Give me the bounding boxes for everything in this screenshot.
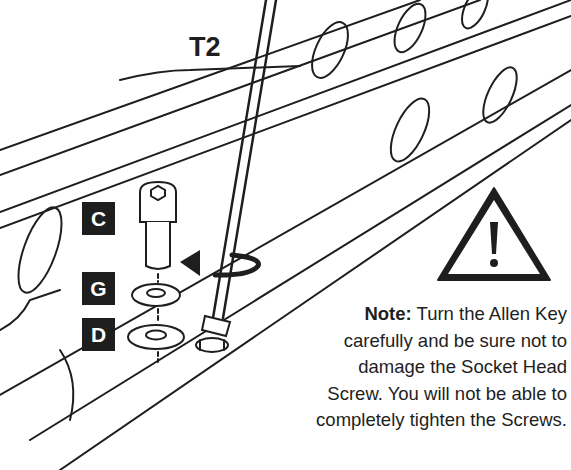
channel-edge (60, 350, 73, 420)
warning-triangle (438, 188, 550, 280)
part-letter: C (91, 207, 106, 231)
assembly-axis (157, 274, 159, 362)
rail-edge (0, 0, 420, 150)
part-letter-box: C (82, 202, 115, 235)
rail-hole (383, 93, 437, 166)
note-space (412, 303, 417, 324)
rail-hole (457, 0, 494, 32)
channel-edge (0, 290, 60, 330)
rail-hole (305, 17, 356, 83)
flat-washer (128, 325, 184, 349)
note-body: Turn the Allen Key carefully and be sure… (316, 303, 567, 430)
rotation-arrow (215, 255, 258, 275)
part-letter-box: D (82, 318, 115, 351)
bracket-edge (120, 66, 300, 80)
note-paragraph: Note: Turn the Allen Key carefully and b… (300, 301, 567, 434)
rail-edge (0, 16, 571, 228)
part-letter-box: G (82, 272, 115, 305)
lock-washer (132, 284, 180, 306)
part-letter: G (90, 277, 106, 301)
channel-edge (60, 120, 571, 470)
socket-head-screw (140, 182, 176, 269)
rail-edge (0, 0, 571, 212)
tool-label: T2 (187, 32, 223, 63)
note-heading: Note: (364, 303, 411, 324)
rail-hole (476, 63, 523, 128)
rail-hole (10, 202, 71, 298)
rotation-arrowhead (180, 250, 200, 276)
part-letter: D (91, 323, 106, 347)
rail-hole (388, 0, 432, 57)
channel-edge (30, 105, 571, 440)
